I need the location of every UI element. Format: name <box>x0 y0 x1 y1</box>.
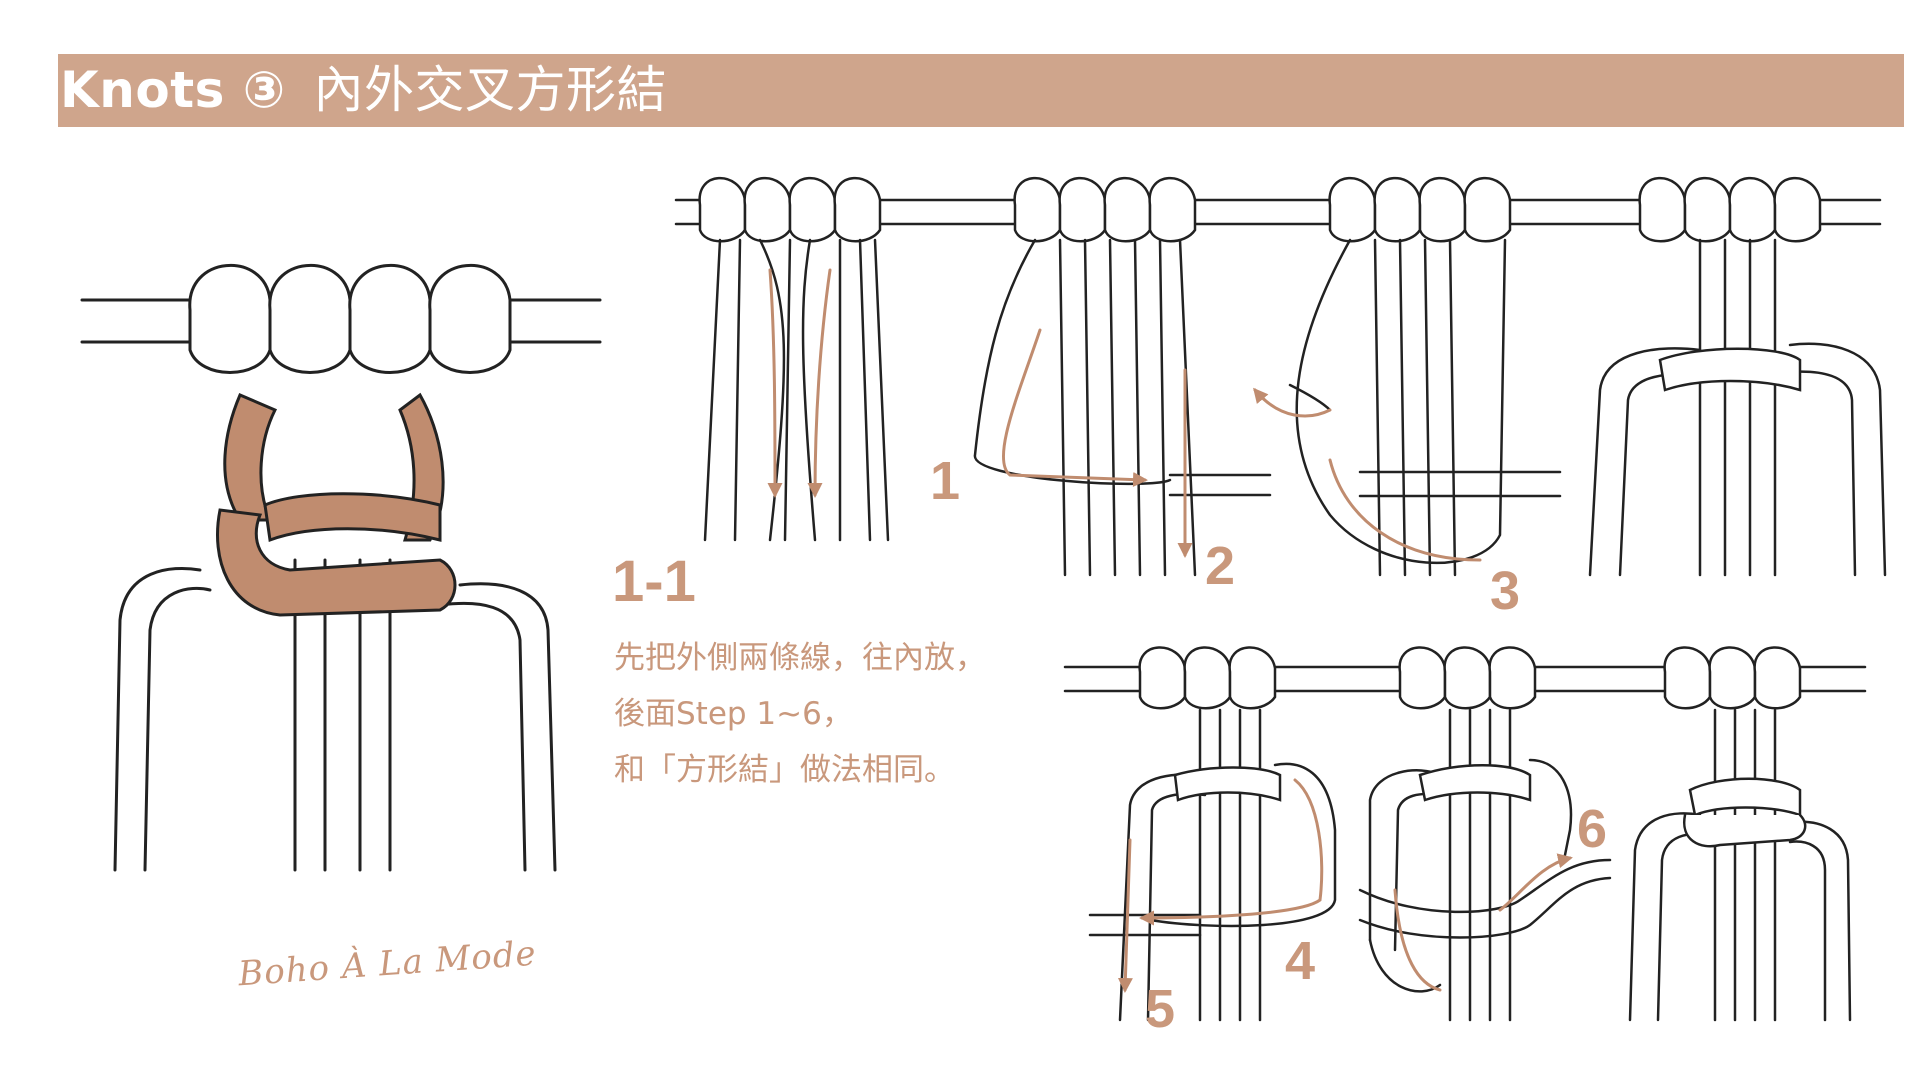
step-number-5: 5 <box>1145 979 1176 1039</box>
finished-knot-illustration <box>80 264 602 872</box>
step-number-2: 2 <box>1205 536 1236 596</box>
instruction-text: 先把外側兩條線，往內放， 後面Step 1~6， 和「方形結」做法相同。 <box>614 630 986 798</box>
instruction-line: 後面Step 1~6， <box>614 696 853 732</box>
instruction-line: 先把外側兩條線，往內放， <box>614 640 986 676</box>
title-subtitle: 內外交叉方形結 <box>313 61 668 119</box>
title-main: Knots ③ <box>60 61 286 119</box>
step-number-4: 4 <box>1285 931 1316 991</box>
step-diagrams-top <box>674 176 1887 577</box>
header-band <box>58 54 1904 127</box>
step-number-1: 1 <box>930 451 961 511</box>
step-diagrams-bottom <box>1063 646 1867 1022</box>
page-title: Knots ③ 內外交叉方形結 <box>60 54 667 127</box>
step-number-6: 6 <box>1577 799 1608 859</box>
step-number-3: 3 <box>1490 561 1521 621</box>
instruction-line: 和「方形結」做法相同。 <box>614 752 955 788</box>
instruction-step-title: 1-1 <box>612 549 696 614</box>
